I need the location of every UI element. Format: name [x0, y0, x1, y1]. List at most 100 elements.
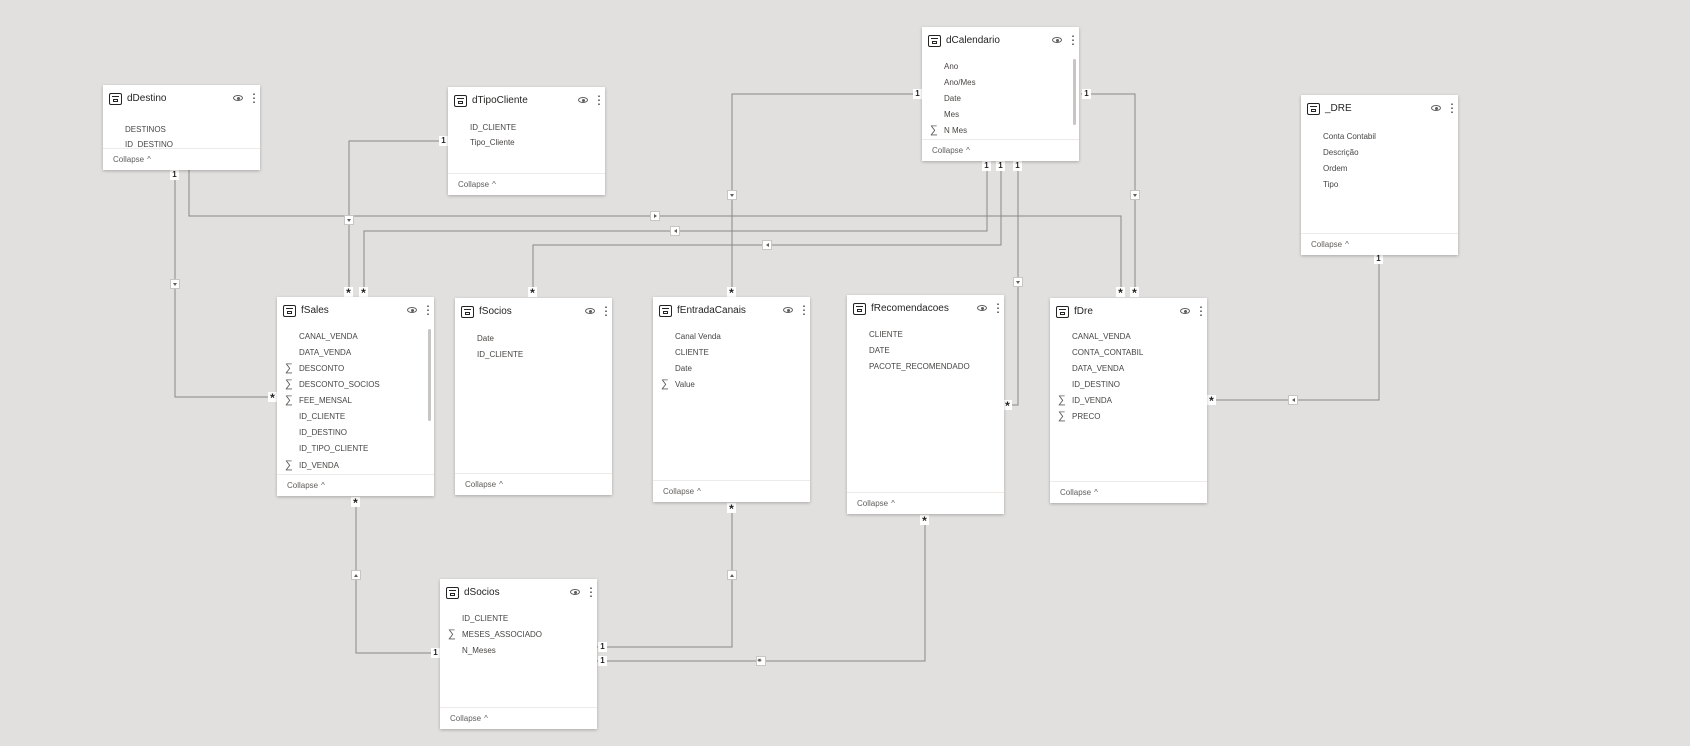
collapse-button[interactable]: Collapse^: [455, 473, 612, 495]
table-header[interactable]: dSocios ⋮: [440, 579, 597, 607]
field-row[interactable]: ID_CLIENTE: [462, 614, 509, 623]
field-row[interactable]: ∑ID_VENDA: [285, 459, 340, 471]
table-card-fSales[interactable]: fSales ⋮ CANAL_VENDA DATA_VENDA ∑DESCONT…: [277, 297, 434, 496]
field-row[interactable]: CANAL_VENDA: [1072, 332, 1131, 341]
collapse-button[interactable]: Collapse^: [103, 148, 260, 170]
more-options-icon[interactable]: ⋮: [585, 585, 597, 599]
field-row[interactable]: ID_CLIENTE: [299, 412, 346, 421]
field-row[interactable]: DATA_VENDA: [299, 348, 352, 357]
field-row[interactable]: Ordem: [1323, 164, 1348, 173]
field-row[interactable]: Date: [675, 364, 692, 373]
more-options-icon[interactable]: ⋮: [593, 93, 605, 107]
table-card-dTipoCliente[interactable]: dTipoCliente ⋮ ID_CLIENTE Tipo_Cliente C…: [448, 87, 605, 195]
table-header[interactable]: dTipoCliente ⋮: [448, 87, 605, 115]
field-row[interactable]: PACOTE_RECOMENDADO: [869, 362, 970, 371]
table-card-fDre[interactable]: fDre ⋮ CANAL_VENDA CONTA_CONTABIL DATA_V…: [1050, 298, 1207, 503]
field-row[interactable]: Date: [477, 334, 494, 343]
more-options-icon[interactable]: ⋮: [1195, 304, 1207, 318]
table-card-_DRE[interactable]: _DRE ⋮ Conta Contabil Descrição Ordem Ti…: [1301, 95, 1458, 255]
scrollbar[interactable]: [428, 329, 431, 421]
eye-icon[interactable]: [407, 307, 417, 313]
table-header[interactable]: fRecomendacoes ⋮: [847, 295, 1004, 323]
table-card-fSocios[interactable]: fSocios ⋮ Date ID_CLIENTE Collapse^: [455, 298, 612, 495]
table-header[interactable]: _DRE ⋮: [1301, 95, 1458, 123]
eye-icon[interactable]: [570, 589, 580, 595]
field-row[interactable]: ∑PRECO: [1058, 410, 1101, 422]
filter-direction-arrow[interactable]: [1288, 395, 1298, 405]
collapse-button[interactable]: Collapse^: [653, 480, 810, 502]
field-row[interactable]: Date: [944, 94, 961, 103]
field-row[interactable]: Tipo: [1323, 180, 1339, 189]
eye-icon[interactable]: [578, 97, 588, 103]
eye-icon[interactable]: [977, 305, 987, 311]
more-options-icon[interactable]: ⋮: [1446, 101, 1458, 115]
filter-direction-arrow[interactable]: [727, 570, 737, 580]
more-options-icon[interactable]: ⋮: [422, 303, 434, 317]
table-header[interactable]: fDre ⋮: [1050, 298, 1207, 326]
eye-icon[interactable]: [585, 308, 595, 314]
field-row[interactable]: Ano/Mes: [944, 78, 976, 87]
field-row[interactable]: DATA_VENDA: [1072, 364, 1125, 373]
table-card-dSocios[interactable]: dSocios ⋮ ID_CLIENTE ∑MESES_ASSOCIADO N_…: [440, 579, 597, 729]
filter-direction-arrow[interactable]: [344, 215, 354, 225]
bidirectional-filter-arrow[interactable]: [756, 656, 766, 666]
field-row[interactable]: ID_DESTINO: [125, 140, 174, 149]
field-row[interactable]: ∑FEE_MENSAL: [285, 394, 352, 406]
filter-direction-arrow[interactable]: [762, 240, 772, 250]
filter-direction-arrow[interactable]: [1130, 190, 1140, 200]
field-row[interactable]: ID_TIPO_CLIENTE: [299, 444, 369, 453]
collapse-button[interactable]: Collapse^: [440, 707, 597, 729]
filter-direction-arrow[interactable]: [727, 190, 737, 200]
table-header[interactable]: fEntradaCanais ⋮: [653, 297, 810, 325]
filter-direction-arrow[interactable]: [650, 211, 660, 221]
filter-direction-arrow[interactable]: [351, 570, 361, 580]
field-row[interactable]: Tipo_Cliente: [470, 138, 515, 147]
more-options-icon[interactable]: ⋮: [1067, 33, 1079, 47]
field-row[interactable]: CANAL_VENDA: [299, 332, 358, 341]
more-options-icon[interactable]: ⋮: [798, 303, 810, 317]
table-card-fRecomendacoes[interactable]: fRecomendacoes ⋮ CLIENTE DATE PACOTE_REC…: [847, 295, 1004, 514]
table-card-fEntradaCanais[interactable]: fEntradaCanais ⋮ Canal Venda CLIENTE Dat…: [653, 297, 810, 502]
collapse-button[interactable]: Collapse^: [847, 492, 1004, 514]
collapse-button[interactable]: Collapse^: [277, 474, 434, 496]
field-row[interactable]: Ano: [944, 62, 959, 71]
eye-icon[interactable]: [1052, 37, 1062, 43]
filter-direction-arrow[interactable]: [170, 279, 180, 289]
eye-icon[interactable]: [783, 307, 793, 313]
field-row[interactable]: ID_CLIENTE: [470, 123, 517, 132]
field-row[interactable]: DESTINOS: [125, 125, 166, 134]
table-header[interactable]: dDestino ⋮: [103, 85, 260, 113]
field-row[interactable]: ∑DESCONTO: [285, 362, 345, 374]
field-row[interactable]: Descrição: [1323, 148, 1359, 157]
eye-icon[interactable]: [1180, 308, 1190, 314]
field-row[interactable]: CLIENTE: [675, 348, 709, 357]
field-row[interactable]: ∑MESES_ASSOCIADO: [448, 628, 543, 640]
more-options-icon[interactable]: ⋮: [992, 301, 1004, 315]
field-row[interactable]: ∑Value: [661, 378, 695, 390]
eye-icon[interactable]: [1431, 105, 1441, 111]
table-header[interactable]: dCalendario ⋮: [922, 27, 1079, 55]
field-row[interactable]: CLIENTE: [869, 330, 903, 339]
field-row[interactable]: Mes: [944, 110, 960, 119]
field-row[interactable]: ID_DESTINO: [1072, 380, 1121, 389]
collapse-button[interactable]: Collapse^: [1050, 481, 1207, 503]
more-options-icon[interactable]: ⋮: [600, 304, 612, 318]
eye-icon[interactable]: [233, 95, 243, 101]
field-row[interactable]: ID_CLIENTE: [477, 350, 524, 359]
field-row[interactable]: ID_DESTINO: [299, 428, 348, 437]
field-row[interactable]: DATE: [869, 346, 890, 355]
scrollbar[interactable]: [1073, 59, 1076, 125]
table-header[interactable]: fSales ⋮: [277, 297, 434, 325]
field-row[interactable]: ∑DESCONTO_SOCIOS: [285, 378, 380, 390]
collapse-button[interactable]: Collapse^: [922, 139, 1079, 161]
field-row[interactable]: Conta Contabil: [1323, 132, 1376, 141]
field-row[interactable]: CONTA_CONTABIL: [1072, 348, 1144, 357]
filter-direction-arrow[interactable]: [670, 226, 680, 236]
filter-direction-arrow[interactable]: [1013, 277, 1023, 287]
field-row[interactable]: N_Meses: [462, 646, 496, 655]
table-card-dCalendario[interactable]: dCalendario ⋮ Ano Ano/Mes Date Mes ∑N Me…: [922, 27, 1079, 161]
table-card-dDestino[interactable]: dDestino ⋮ DESTINOS ID_DESTINO Collapse^: [103, 85, 260, 170]
field-row[interactable]: ∑ID_VENDA: [1058, 394, 1113, 406]
collapse-button[interactable]: Collapse^: [448, 173, 605, 195]
field-row[interactable]: ∑N Mes: [930, 124, 968, 136]
